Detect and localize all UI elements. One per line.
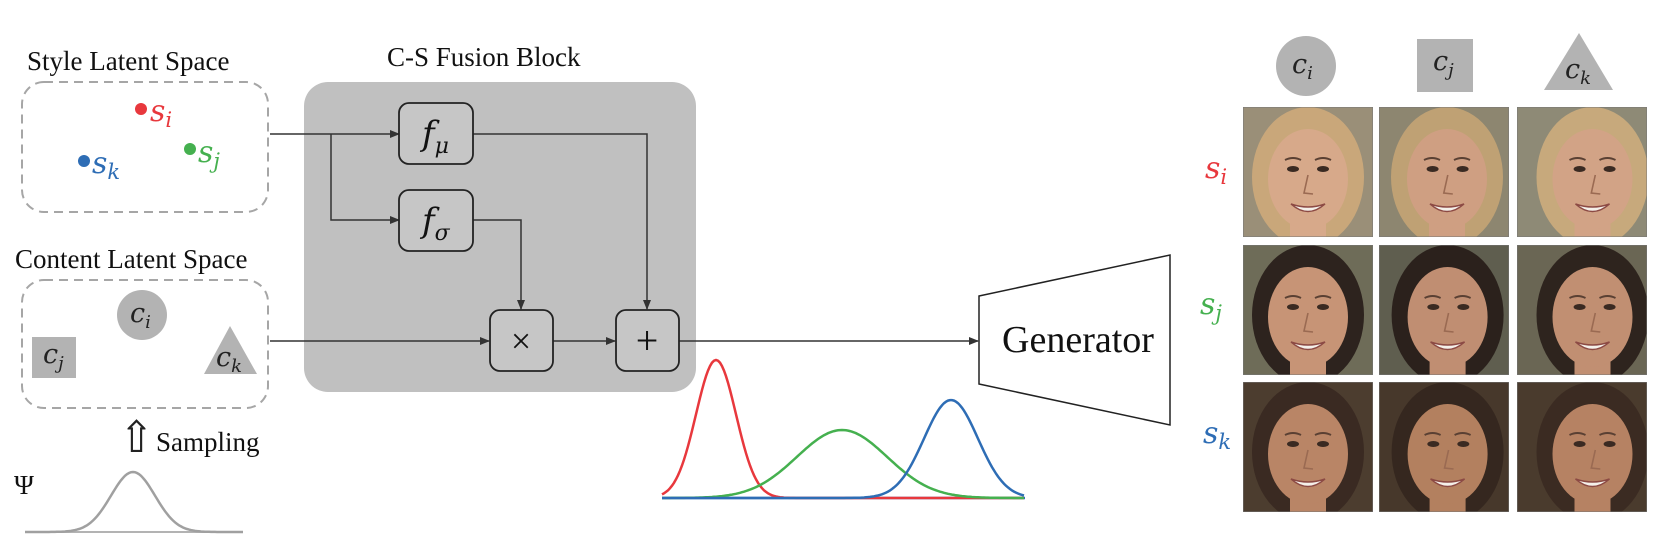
f-mu-box bbox=[398, 102, 474, 165]
style-point-sj-label: sj bbox=[198, 135, 220, 173]
content-shape-ck-label: ck bbox=[216, 342, 242, 377]
style-point-si bbox=[135, 103, 147, 115]
content-shape-cj-label: cj bbox=[43, 339, 64, 374]
row-label-sj: sj bbox=[1200, 287, 1222, 325]
row-label-si: si bbox=[1205, 151, 1227, 189]
face-image bbox=[1517, 245, 1647, 375]
multiply-node bbox=[489, 309, 554, 372]
style-point-si-label: si bbox=[150, 94, 172, 132]
psi-distribution-curve bbox=[25, 470, 243, 534]
column-header-ck bbox=[1544, 33, 1613, 90]
style-space-title: Style Latent Space bbox=[27, 46, 229, 76]
content-shape-ci bbox=[117, 290, 167, 340]
face-grid bbox=[1243, 107, 1647, 512]
psi-symbol: Ψ bbox=[14, 470, 34, 500]
content-shape-cj bbox=[32, 337, 76, 378]
grid-column-headers: ci cj ck bbox=[1276, 33, 1613, 96]
face-image bbox=[1379, 107, 1509, 237]
add-symbol: + bbox=[636, 318, 659, 363]
face-image bbox=[1243, 382, 1373, 512]
gaussian-curve-green bbox=[662, 428, 1024, 500]
face-image bbox=[1379, 245, 1509, 375]
generator-block bbox=[978, 254, 1171, 426]
f-sigma-box bbox=[398, 189, 474, 252]
column-header-ci bbox=[1276, 36, 1336, 96]
face-image bbox=[1243, 107, 1373, 237]
arrow-fsigma-to-multiply bbox=[473, 219, 525, 310]
style-point-sk bbox=[78, 155, 90, 167]
arrow-style-to-fsigma bbox=[330, 134, 400, 224]
multiply-symbol: × bbox=[511, 321, 531, 361]
face-image bbox=[1379, 382, 1509, 512]
content-space-box bbox=[21, 279, 269, 409]
sampling-label: Sampling bbox=[156, 427, 260, 457]
content-shape-ci-label: ci bbox=[130, 298, 151, 333]
generator-label: Generator bbox=[1002, 319, 1154, 361]
arrow-fmu-to-add bbox=[473, 133, 651, 310]
content-space-title: Content Latent Space bbox=[15, 244, 247, 274]
face-image bbox=[1243, 245, 1373, 375]
face-image bbox=[1517, 107, 1647, 237]
style-space-box bbox=[21, 81, 269, 213]
style-point-sk-label: sk bbox=[92, 146, 120, 184]
column-header-ck-label: ck bbox=[1565, 54, 1591, 89]
column-header-cj bbox=[1417, 39, 1473, 92]
gaussian-curve-blue bbox=[662, 398, 1025, 500]
fusion-title: C-S Fusion Block bbox=[387, 42, 581, 72]
sampling-arrow-icon: ⇧ bbox=[118, 413, 155, 462]
column-header-ci-label: ci bbox=[1292, 49, 1313, 84]
add-node bbox=[615, 309, 680, 372]
style-point-sj bbox=[184, 143, 196, 155]
grid-row-labels: si sj sk bbox=[1200, 151, 1231, 454]
content-shape-ck bbox=[204, 326, 257, 374]
face-image bbox=[1517, 382, 1647, 512]
row-label-sk: sk bbox=[1203, 416, 1231, 454]
column-header-cj-label: cj bbox=[1433, 46, 1454, 81]
